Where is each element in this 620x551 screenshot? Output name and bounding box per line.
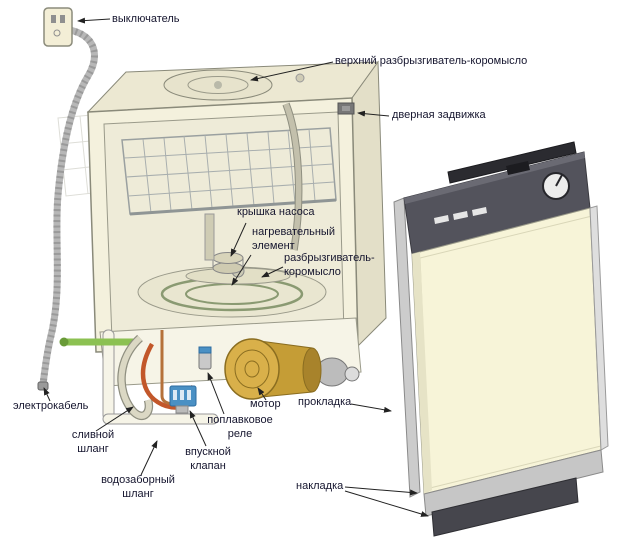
machine-cutaway: [37, 7, 387, 425]
arrow-upper-spray-arm: [250, 61, 334, 82]
arrow-trim-1: [344, 486, 418, 496]
door-handle: [447, 141, 577, 184]
arrow-spray-arm: [261, 266, 284, 278]
supply-tube: [282, 102, 303, 251]
arrow-float-switch: [207, 372, 225, 415]
label-trim: накладка: [296, 480, 344, 492]
upper-spray-assembly: [163, 69, 305, 101]
arrow-pump-cover: [230, 222, 247, 257]
arrow-power-cable: [43, 387, 51, 402]
water-intake-hose: [59, 337, 140, 347]
label-heating-element: нагревательный элемент: [252, 226, 335, 252]
door-right-edge: [589, 205, 609, 451]
door-latch: [337, 102, 355, 115]
pump-cover: [204, 213, 244, 274]
power-switch: [43, 7, 73, 47]
door-panel: [393, 141, 609, 537]
label-power-cable: электрокабель: [13, 400, 89, 412]
arrow-switch: [77, 17, 111, 24]
motor: [224, 338, 360, 400]
arrow-heating-element: [231, 254, 252, 286]
label-spray-arm: разбрызгиватель-коромысло: [284, 252, 375, 278]
panel-buttons: [434, 207, 487, 224]
label-switch: выключатель: [112, 13, 180, 25]
arrow-drain-hose: [95, 406, 134, 432]
kick-plate: [431, 477, 579, 537]
arrow-gasket: [350, 403, 392, 413]
door-gasket-edge: [393, 197, 421, 498]
label-drain-hose: сливной шланг: [71, 429, 115, 455]
arrow-inlet-valve: [189, 410, 207, 447]
bottom-trim: [423, 449, 604, 517]
arrow-trim-2: [344, 490, 429, 517]
timer-dial: [542, 172, 570, 200]
label-pump-cover: крышка насоса: [237, 206, 315, 218]
callout-arrows: [43, 17, 429, 517]
label-water-intake-hose: водозаборный шланг: [101, 474, 175, 500]
float-switch: [198, 346, 212, 370]
label-inlet-valve: впускной клапан: [185, 446, 231, 472]
arrow-door-latch: [357, 110, 390, 117]
inlet-valve: [169, 385, 197, 414]
label-gasket: прокладка: [298, 396, 352, 408]
arrow-water-intake-hose: [140, 440, 158, 476]
power-cable: [37, 26, 98, 391]
label-motor: мотор: [250, 398, 281, 410]
label-upper-spray-arm: верхний разбрызгиватель-коромысло: [335, 55, 528, 67]
label-door-latch: дверная задвижка: [392, 109, 486, 121]
label-float-switch: поплавковое реле: [207, 414, 273, 440]
arrow-motor: [257, 387, 267, 401]
door-front-panel: [411, 207, 602, 495]
